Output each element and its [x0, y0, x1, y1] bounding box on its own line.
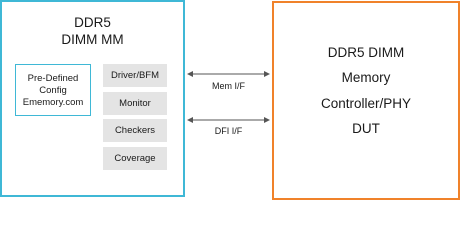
dut-line1: DDR5 DIMM [327, 45, 405, 60]
vip-title-line2: DIMM MM [61, 32, 124, 47]
dut-line2: Memory [341, 70, 391, 85]
dut-line3: Controller/PHY [320, 96, 412, 111]
vip-title-line1: DDR5 [74, 15, 111, 30]
config-line1: Pre-Defined [27, 73, 79, 84]
dfi-if-label: DFI I/F [214, 126, 243, 136]
mem-if-label: Mem I/F [212, 81, 245, 91]
vip-block: DDR5 DIMM MM [0, 0, 185, 197]
config-line3: Ememory.com [22, 97, 84, 108]
config-line2: Config [39, 85, 67, 96]
interface-arrows [187, 71, 270, 123]
coverage-block: Coverage [103, 147, 167, 170]
driver-bfm-block: Driver/BFM [103, 64, 167, 87]
checkers-block: Checkers [103, 119, 167, 142]
predefined-config-box: Pre-Defined Config Ememory.com [15, 64, 91, 116]
dut-block: DDR5 DIMM Memory Controller/PHY DUT [272, 1, 460, 200]
monitor-block: Monitor [103, 92, 167, 115]
dut-line4: DUT [352, 121, 380, 136]
